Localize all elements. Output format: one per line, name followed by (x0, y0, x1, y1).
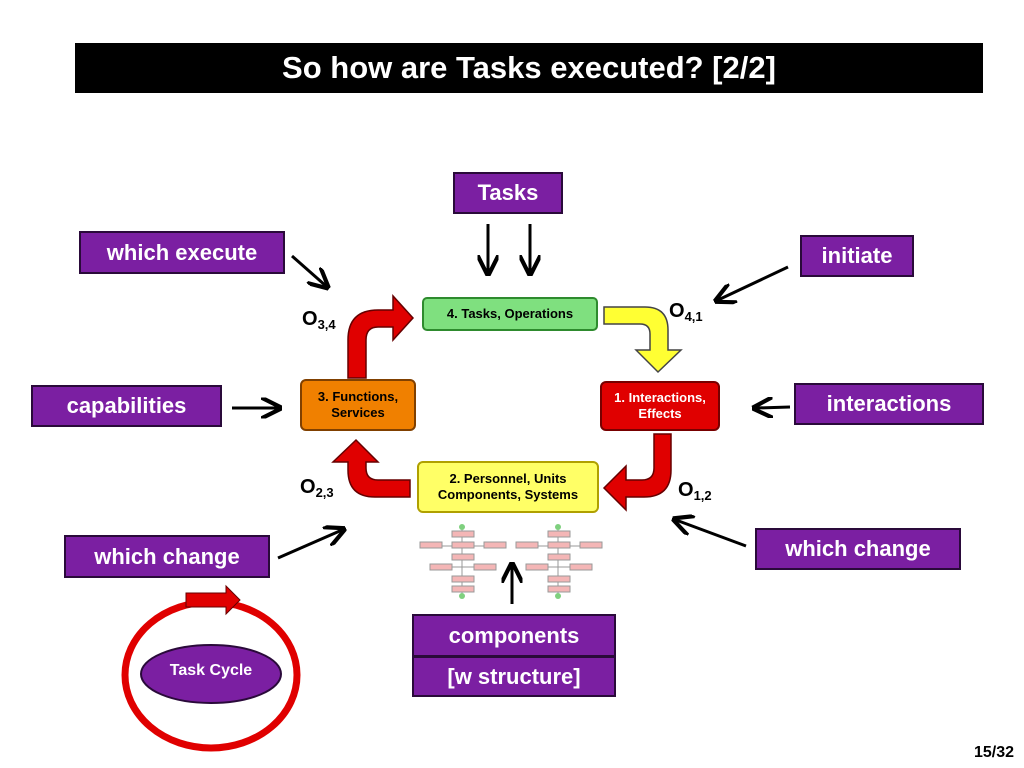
task-cycle-arrow (185, 584, 241, 616)
node-functions-line2: Services (331, 405, 385, 420)
bent-arrow-o12 (602, 433, 672, 512)
node-functions-line1: 3. Functions, (317, 388, 399, 404)
o-label-34: O3,4 (302, 308, 336, 332)
node-interactions-line1: 1. Interactions, (614, 389, 706, 405)
page-title: So how are Tasks executed? [2/2] (75, 43, 983, 93)
label-capabilities: capabilities (31, 385, 222, 427)
label-w-structure: [w structure] (412, 656, 616, 697)
arrow-which-change-right (676, 520, 747, 548)
bent-arrow-o23 (331, 438, 411, 498)
bent-arrow-o41 (603, 306, 683, 374)
structure-tree-right (515, 524, 603, 599)
o-label-41-sub: 4,1 (684, 309, 703, 324)
arrow-initiate (718, 265, 789, 300)
task-cycle-label: Task Cycle (169, 662, 253, 679)
node-personnel-systems: 2. Personnel, Units Components, Systems (417, 461, 599, 513)
o-label-41: O4,1 (669, 300, 703, 324)
o-label-34-base: O (302, 308, 318, 330)
label-tasks: Tasks (453, 172, 563, 214)
node-tasks-operations: 4. Tasks, Operations (422, 297, 598, 331)
o-label-12-base: O (678, 479, 694, 501)
label-interactions: interactions (794, 383, 984, 425)
node-personnel-line2: Components, Systems (437, 487, 579, 502)
node-tasks-operations-label: 4. Tasks, Operations (446, 305, 574, 321)
arrow-which-change-left (277, 530, 342, 560)
o-label-12-sub: 1,2 (693, 488, 712, 503)
o-label-23: O2,3 (300, 476, 334, 500)
o-label-12: O1,2 (678, 479, 712, 503)
structure-tree-left (419, 524, 507, 599)
page-number: 15/32 (973, 744, 1014, 761)
arrow-interactions (756, 407, 791, 408)
label-which-change-left: which change (64, 535, 270, 578)
o-label-23-base: O (300, 476, 316, 498)
node-personnel-line1: 2. Personnel, Units (449, 470, 567, 486)
bent-arrow-o34 (347, 294, 415, 379)
task-cycle-ellipse (140, 644, 282, 704)
label-which-execute: which execute (79, 231, 285, 274)
label-which-change-right: which change (755, 528, 961, 570)
o-label-41-base: O (669, 300, 685, 322)
node-interactions-line2: Effects (638, 406, 682, 421)
label-initiate: initiate (800, 235, 914, 277)
node-interactions-effects: 1. Interactions, Effects (600, 381, 720, 431)
arrow-which-execute (291, 254, 326, 286)
o-label-34-sub: 3,4 (317, 317, 336, 332)
node-functions-services: 3. Functions, Services (300, 379, 416, 431)
o-label-23-sub: 2,3 (315, 485, 334, 500)
